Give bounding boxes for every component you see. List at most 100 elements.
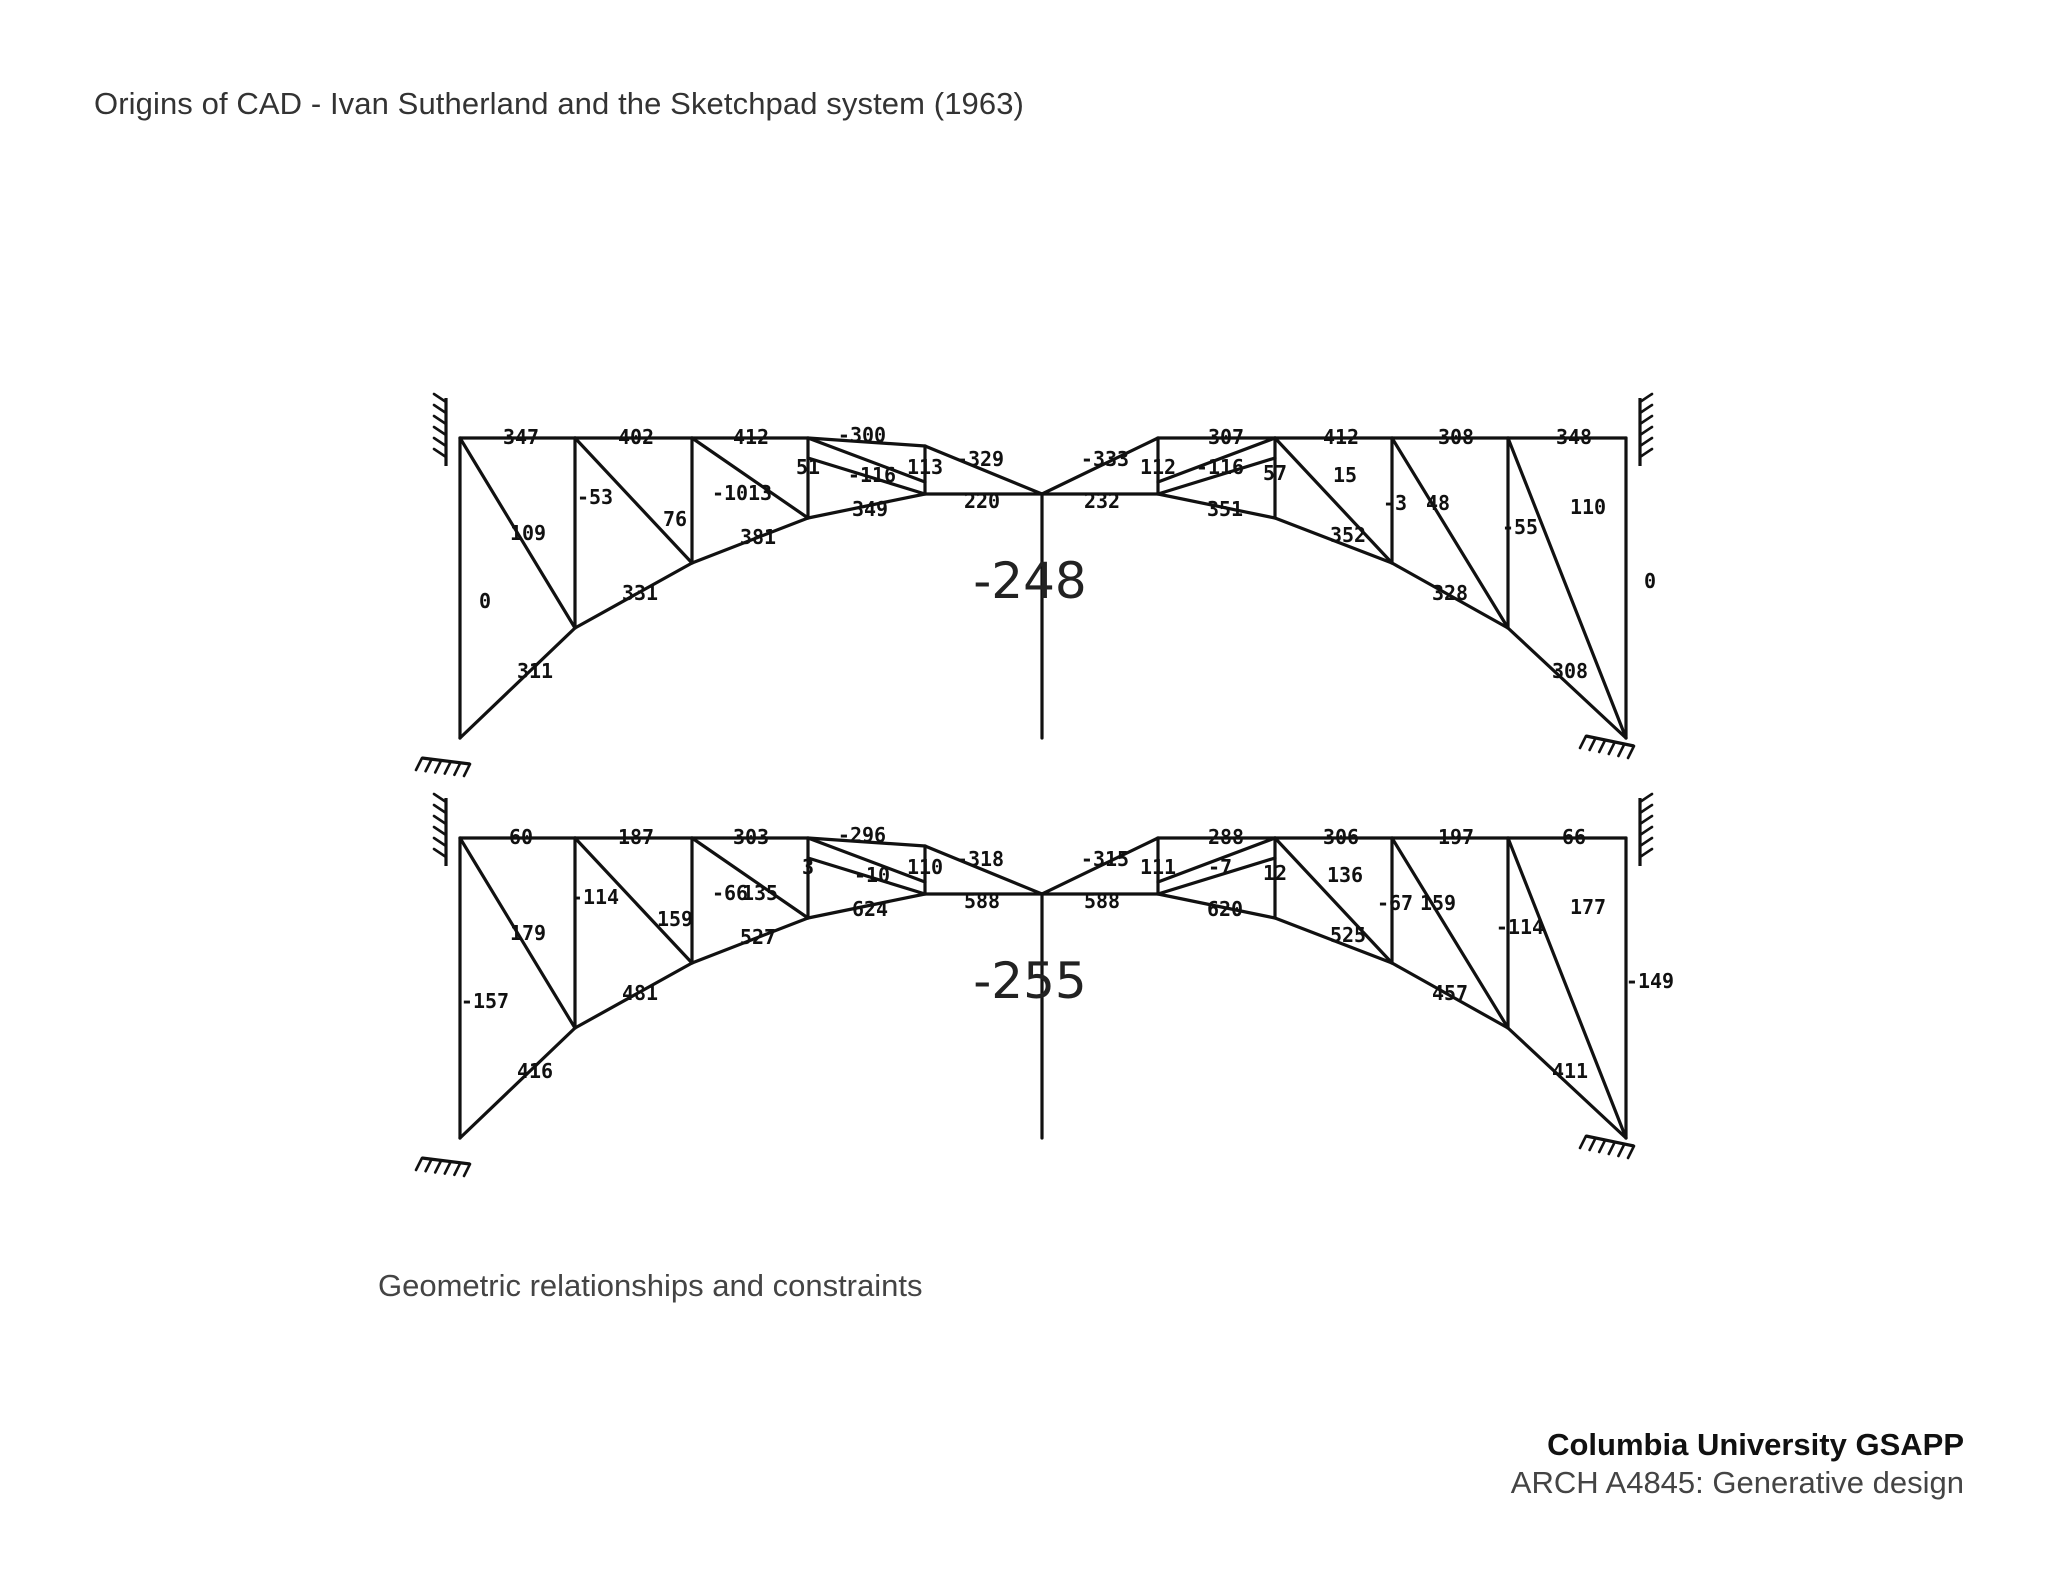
force-label: 588 — [964, 889, 1000, 913]
support-hatch — [1638, 792, 1654, 804]
truss-member — [1273, 516, 1394, 565]
support-hatch — [1578, 1134, 1588, 1150]
truss-member — [1273, 916, 1394, 965]
support-hatch — [1638, 447, 1654, 459]
force-label: -402 — [606, 425, 654, 449]
support-hatch — [453, 761, 462, 777]
force-label: 110 — [1570, 495, 1606, 519]
truss-member — [923, 844, 1044, 896]
force-label: -306 — [1311, 825, 1359, 849]
force-label: 232 — [1084, 489, 1120, 513]
support-hatch — [432, 447, 448, 459]
truss-member — [1506, 626, 1628, 740]
force-label: 416 — [517, 1059, 553, 1083]
force-label: -318 — [956, 847, 1004, 871]
support-hatch — [1638, 414, 1654, 426]
force-label: 113 — [907, 455, 943, 479]
force-label: 620 — [1207, 897, 1243, 921]
force-label: 351 — [1207, 497, 1243, 521]
force-label: -53 — [577, 485, 613, 509]
force-label: 110 — [907, 855, 943, 879]
support-hatch — [1626, 1144, 1636, 1160]
support-hatch — [1617, 1142, 1626, 1158]
force-label: -347 — [491, 425, 539, 449]
support-hatch — [432, 414, 448, 426]
truss-member — [806, 892, 927, 920]
support-hatch — [1638, 803, 1654, 815]
force-label: -329 — [956, 447, 1004, 471]
support-hatch — [1638, 436, 1654, 448]
truss-member — [1156, 456, 1277, 496]
support-hatch — [432, 403, 448, 415]
force-label: 349 — [852, 497, 888, 521]
truss-member — [1156, 492, 1277, 520]
force-label: -60 — [497, 825, 533, 849]
support-hatch — [433, 1159, 443, 1174]
truss-member — [1040, 836, 1160, 896]
truss-member — [573, 561, 694, 630]
support-plate — [1585, 734, 1635, 748]
force-label: -307 — [1196, 425, 1244, 449]
footer-course: ARCH A4845: Generative design — [1510, 1465, 1964, 1500]
support-hatch — [1638, 836, 1654, 848]
truss-member — [690, 836, 810, 920]
support-hatch — [432, 847, 448, 859]
force-label: 588 — [1084, 889, 1120, 913]
truss-member — [1156, 436, 1277, 484]
force-label: 525 — [1330, 923, 1366, 947]
support-hatch — [1588, 1136, 1597, 1152]
truss-member — [806, 456, 927, 496]
force-label: -116 — [848, 463, 896, 487]
load-value-label: -255 — [973, 952, 1086, 1010]
force-label: -197 — [1426, 825, 1474, 849]
truss-member — [1390, 561, 1510, 630]
force-label: -7 — [1208, 855, 1232, 879]
support-hatch — [462, 762, 472, 778]
support-hatch — [432, 436, 448, 448]
force-label: 352 — [1330, 523, 1366, 547]
truss-member — [458, 626, 577, 740]
force-label: 0 — [1644, 569, 1656, 593]
truss-member — [1390, 961, 1510, 1030]
force-label: 411 — [1552, 1059, 1588, 1083]
force-label: -66 — [712, 881, 748, 905]
truss-member — [806, 836, 927, 884]
support-hatch — [424, 1157, 433, 1173]
force-label: 12 — [1263, 861, 1287, 885]
truss-member — [806, 436, 927, 484]
truss-member — [1390, 836, 1510, 1030]
support-hatch — [453, 1161, 462, 1177]
force-label: -412 — [1311, 425, 1359, 449]
force-label: 76 — [663, 507, 687, 531]
truss-member — [690, 436, 810, 520]
truss-member — [573, 836, 694, 965]
support-plate — [421, 756, 471, 766]
truss-member — [458, 836, 577, 1030]
force-label: 381 — [740, 525, 776, 549]
force-label: -157 — [461, 989, 509, 1013]
force-label: -348 — [1544, 425, 1592, 449]
force-label: -3 — [1383, 491, 1407, 515]
truss-member — [1040, 436, 1160, 496]
load-value-label: -248 — [973, 552, 1086, 610]
truss-member — [806, 436, 927, 448]
force-label: 112 — [1140, 455, 1176, 479]
force-label: -67 — [1377, 891, 1413, 915]
force-label: 331 — [622, 581, 658, 605]
support-hatch — [1626, 744, 1636, 760]
support-hatch — [424, 757, 433, 773]
support-hatch — [1617, 742, 1626, 758]
truss-member — [690, 516, 810, 565]
support-hatch — [432, 425, 448, 437]
support-hatch — [443, 1160, 453, 1175]
force-label: -296 — [838, 823, 886, 847]
support-hatch — [432, 836, 448, 848]
figure-caption: Geometric relationships and constraints — [378, 1268, 923, 1303]
force-label: 220 — [964, 489, 1000, 513]
support-hatch — [414, 756, 424, 772]
force-label: 328 — [1432, 581, 1468, 605]
truss-member — [458, 1026, 577, 1140]
force-label: 0 — [479, 589, 491, 613]
force-label: -412 — [721, 425, 769, 449]
